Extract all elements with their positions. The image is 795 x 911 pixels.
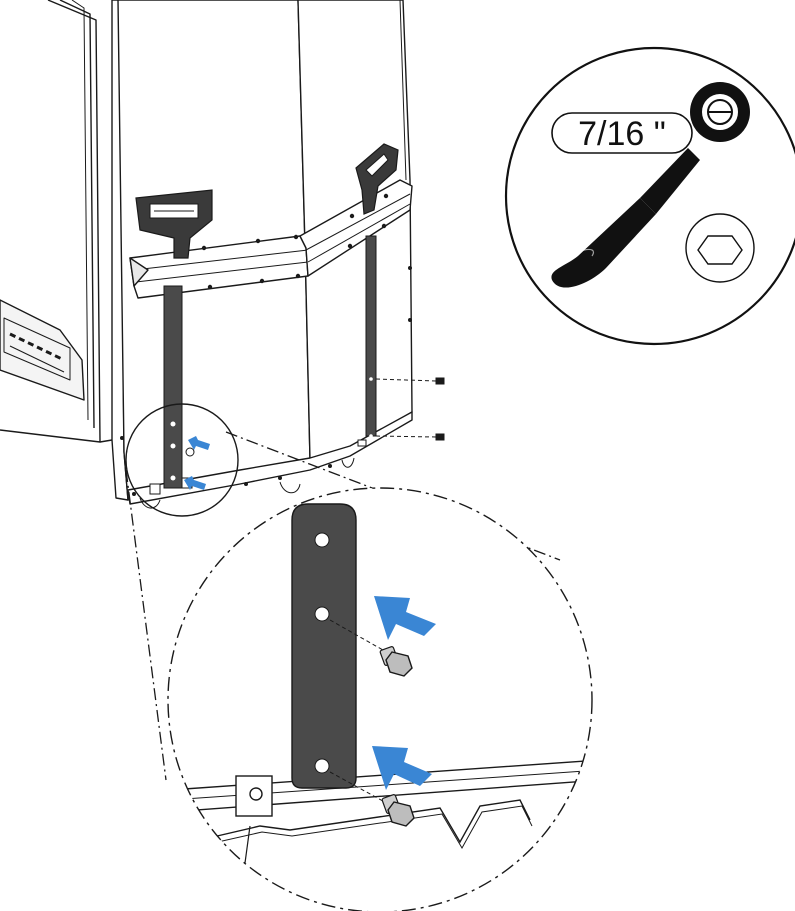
magnified-strap	[291, 503, 357, 789]
right-strap-bolts	[357, 377, 445, 447]
socket-size-pill	[551, 112, 693, 154]
strap-left	[163, 285, 183, 489]
push-direction-arrow-icon	[372, 596, 436, 790]
small-bolt	[185, 447, 195, 457]
tool-callout: 7/16 "	[504, 46, 795, 346]
socket-wrench-icon	[551, 82, 750, 288]
lift-channel-right	[299, 179, 413, 277]
lifting-handle-right	[355, 143, 399, 438]
push-direction-arrow-icon	[184, 436, 210, 490]
firebox-frame	[0, 0, 101, 443]
channel-screws	[120, 193, 412, 496]
hex-bolt-head-icon	[379, 646, 415, 827]
cabinet-unit	[0, 0, 413, 505]
lifting-handle-left	[135, 189, 213, 489]
strap-right	[365, 235, 377, 437]
socket-size-label: 7/16 "	[578, 115, 666, 153]
base-rail	[127, 411, 413, 505]
magnified-callout	[125, 431, 593, 911]
hex-bolt-head-icon	[685, 213, 755, 283]
detail-source-circle	[125, 403, 239, 517]
